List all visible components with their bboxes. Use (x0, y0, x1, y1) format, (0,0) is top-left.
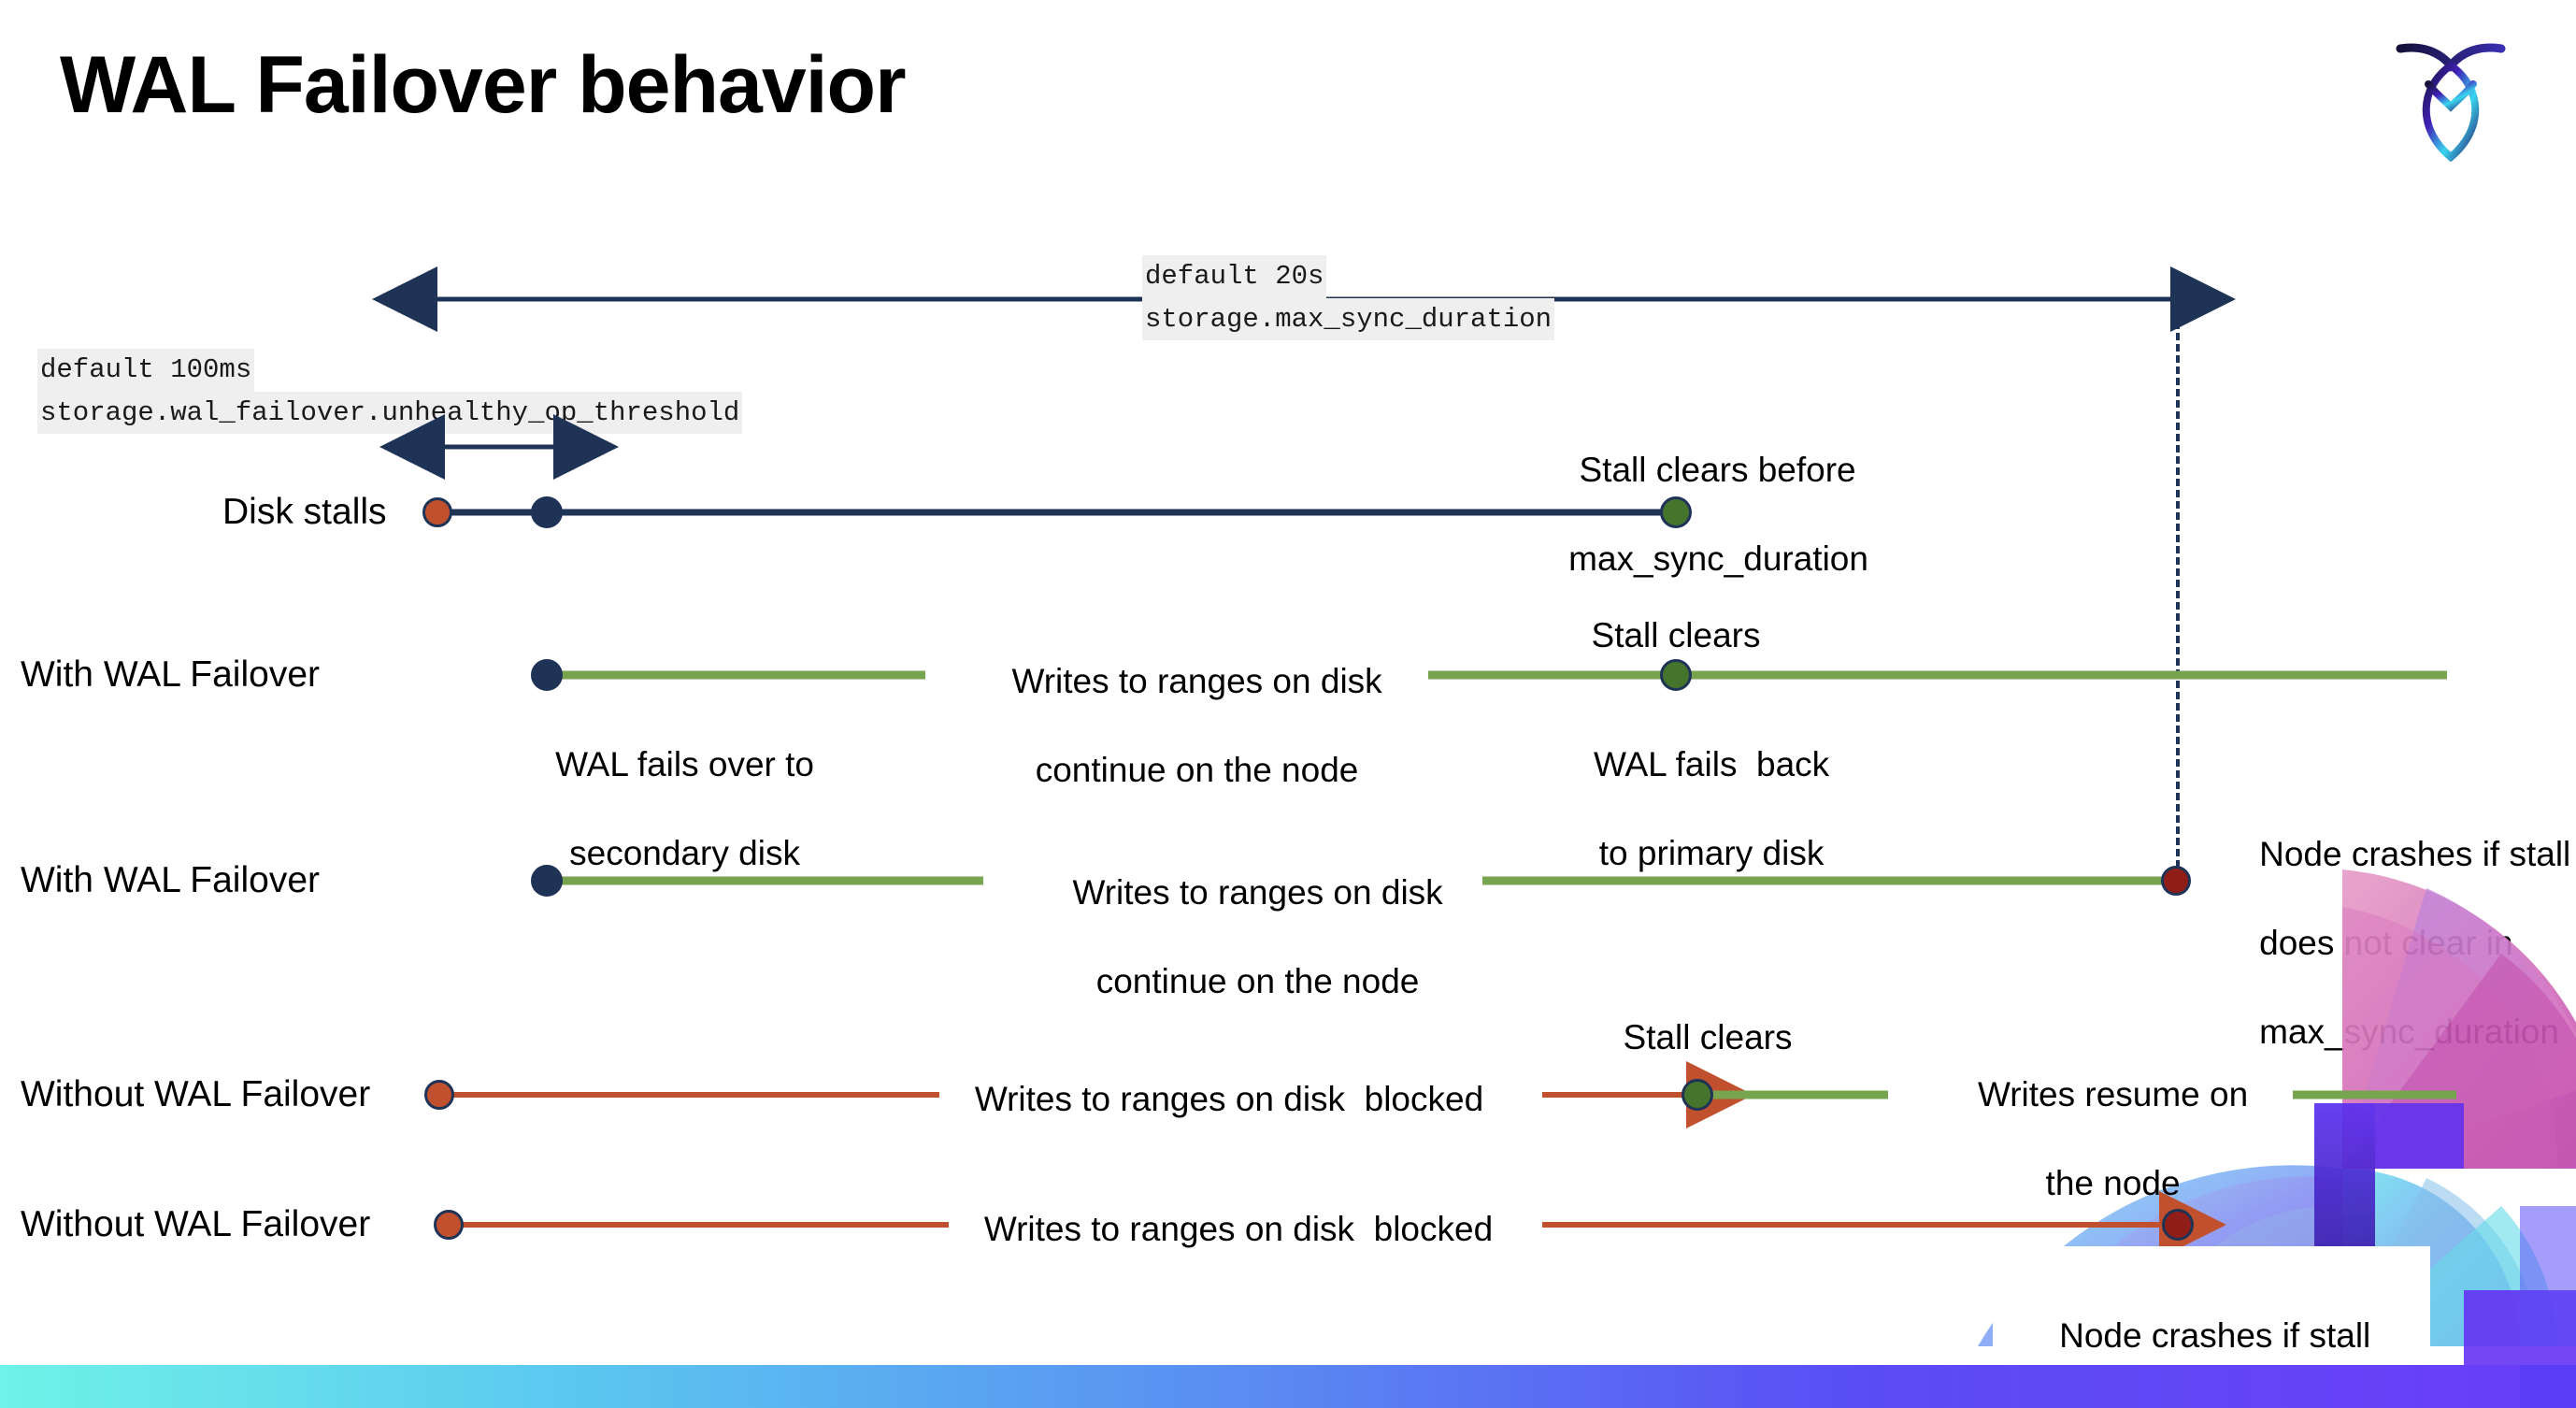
disk-stall-cleared-dot (1660, 496, 1692, 528)
max-sync-duration-name: storage.max_sync_duration (1142, 297, 1555, 340)
without-wal-2-stall-start-dot (434, 1210, 464, 1240)
anno-node-crashes-2: Node crashes if stall does not clear in … (2059, 1316, 2371, 1408)
disk-stalls-track-navy-2 (547, 509, 1678, 516)
unhealthy-op-threshold-default: default 100ms (37, 349, 255, 392)
row-label-without-wal-failover-1: Without WAL Failover (21, 1074, 371, 1114)
without-wal-1-stall-clears-dot (1682, 1079, 1713, 1111)
anno-stall-clears-before: Stall clears before max_sync_duration (1568, 451, 1868, 579)
row-label-with-wal-failover-2: With WAL Failover (21, 860, 320, 900)
cockroachdb-logo-icon (2385, 26, 2516, 166)
unhealthy-op-threshold-name: storage.wal_failover.unhealthy_op_thresh… (37, 391, 743, 434)
anno-stall-clears-1: Stall clears (1591, 616, 1761, 654)
row-label-without-wal-failover-2: Without WAL Failover (21, 1204, 371, 1244)
max-sync-duration-dashed-guide (2176, 299, 2180, 879)
anno-wal-fails-back: WAL fails back to primary disk (1593, 745, 1830, 873)
anno-wal-fails-over: WAL fails over to secondary disk (555, 745, 815, 873)
without-wal-2-blocked-track (449, 1222, 949, 1228)
max-sync-duration-setting: default 20s storage.max_sync_duration (1142, 255, 1555, 340)
without-wal-1-resume-track (1710, 1090, 1888, 1099)
wal-failover-2-failover-dot (531, 865, 563, 897)
anno-writes-blocked-1: Writes to ranges on disk blocked (974, 1080, 1484, 1118)
page-title: WAL Failover behavior (60, 40, 907, 130)
unhealthy-op-threshold-span-arrow (379, 414, 619, 480)
wal-failover-1-track-left (547, 670, 925, 680)
bottom-gradient-bar-right-cap (2520, 1365, 2576, 1408)
row-label-with-wal-failover-1: With WAL Failover (21, 654, 320, 695)
bottom-gradient-bar (0, 1365, 2576, 1408)
without-wal-2-node-crash-dot (2162, 1209, 2194, 1241)
wal-failover-2-track-left (547, 876, 983, 885)
disk-stall-detected-dot (531, 496, 563, 528)
wal-failover-1-stall-clears-dot (1660, 659, 1692, 691)
without-wal-1-blocked-track (439, 1092, 939, 1098)
unhealthy-op-threshold-setting: default 100ms storage.wal_failover.unhea… (37, 349, 743, 434)
without-wal-1-resume-track-2 (2293, 1090, 2456, 1099)
wal-failover-1-failover-dot (531, 659, 563, 691)
anno-stall-clears-2: Stall clears (1623, 1018, 1793, 1056)
wal-failover-2-track-right (1482, 876, 2174, 885)
anno-writes-blocked-2: Writes to ranges on disk blocked (983, 1210, 1494, 1248)
without-wal-2-crash-arrow (1542, 1191, 2226, 1258)
max-sync-duration-default: default 20s (1142, 255, 1327, 298)
anno-writes-continue-2: Writes to ranges on disk continue on the… (1072, 873, 1443, 1001)
without-wal-1-stall-clear-arrow (1542, 1061, 1753, 1128)
wal-failover-1-track-right (1428, 670, 2447, 680)
anno-writes-continue-1: Writes to ranges on disk continue on the… (1011, 662, 1382, 790)
wal-failover-2-node-crash-dot (2161, 866, 2191, 896)
anno-writes-resume: Writes resume on the node (1977, 1075, 2249, 1203)
without-wal-1-stall-start-dot (424, 1080, 454, 1110)
disk-stall-start-dot (422, 497, 452, 527)
row-label-disk-stalls: Disk stalls (222, 492, 387, 532)
